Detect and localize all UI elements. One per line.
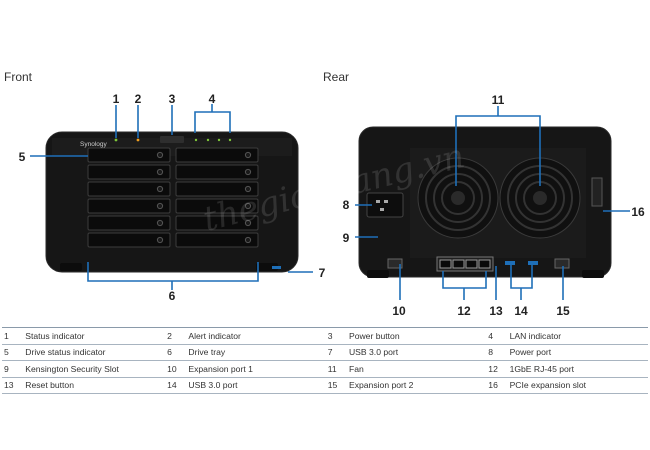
- drive-tray[interactable]: [87, 232, 171, 248]
- callout-12: 12: [457, 304, 471, 318]
- legend-label: 1GbE RJ-45 port: [507, 360, 648, 378]
- drive-tray-latch: [156, 236, 164, 244]
- callout-lines: [30, 104, 630, 300]
- callout-8: 8: [342, 198, 350, 212]
- legend-number: 15: [325, 377, 347, 394]
- front-device: [45, 131, 299, 273]
- legend-label: Drive status indicator: [23, 344, 166, 361]
- legend-label: Kensington Security Slot: [23, 360, 166, 378]
- drive-tray[interactable]: [175, 181, 259, 197]
- drive-tray-latch: [156, 151, 164, 159]
- legend-label: Expansion port 1: [186, 360, 326, 378]
- legend-number: 2: [165, 327, 187, 345]
- legend-number: 12: [486, 360, 508, 378]
- legend-number: 10: [165, 360, 187, 378]
- drive-tray[interactable]: [87, 164, 171, 180]
- legend-number: 3: [325, 327, 347, 345]
- callout-9: 9: [342, 231, 350, 245]
- drive-tray-latch: [244, 236, 252, 244]
- legend-number: 9: [2, 360, 24, 378]
- callout-15: 15: [556, 304, 570, 318]
- legend-label: Drive tray: [186, 344, 326, 361]
- legend-label: Expansion port 2: [346, 377, 487, 394]
- legend-number: 8: [486, 344, 508, 361]
- rear-device: [358, 126, 612, 278]
- callout-11: 11: [491, 93, 505, 107]
- drive-tray[interactable]: [175, 215, 259, 231]
- callout-10: 10: [392, 304, 406, 318]
- rear-heading: Rear: [323, 70, 350, 84]
- callout-14: 14: [514, 304, 528, 318]
- callout-4: 4: [208, 92, 216, 106]
- drive-tray[interactable]: [175, 147, 259, 163]
- fan-left: [417, 157, 499, 239]
- drive-tray-latch: [244, 219, 252, 227]
- callout-2: 2: [134, 92, 142, 106]
- legend-number: 14: [165, 377, 187, 394]
- legend-label: Status indicator: [23, 327, 166, 345]
- legend-number: 1: [2, 327, 24, 345]
- legend-label: USB 3.0 port: [186, 377, 326, 394]
- legend-label: USB 3.0 port: [346, 344, 487, 361]
- brand-logo: Synology: [80, 141, 107, 148]
- drive-tray[interactable]: [175, 198, 259, 214]
- callout-6: 6: [168, 289, 176, 303]
- legend-number: 11: [325, 360, 347, 378]
- legend-number: 13: [2, 377, 24, 394]
- drive-tray-latch: [156, 219, 164, 227]
- drive-tray-latch: [244, 151, 252, 159]
- legend-label: Reset button: [23, 377, 166, 394]
- drive-tray[interactable]: [87, 181, 171, 197]
- legend-number: 4: [486, 327, 508, 345]
- callout-1: 1: [112, 92, 120, 106]
- drive-tray[interactable]: [175, 164, 259, 180]
- legend-label: LAN indicator: [507, 327, 648, 345]
- drive-tray[interactable]: [175, 232, 259, 248]
- drive-tray[interactable]: [87, 198, 171, 214]
- callout-16: 16: [631, 205, 645, 219]
- drive-tray[interactable]: [87, 147, 171, 163]
- callout-5: 5: [18, 150, 26, 164]
- drive-tray-latch: [244, 202, 252, 210]
- legend-number: 6: [165, 344, 187, 361]
- front-heading: Front: [4, 70, 33, 84]
- legend-label: Power port: [507, 344, 648, 361]
- drive-tray-latch: [156, 168, 164, 176]
- fan-right: [499, 157, 581, 239]
- legend-label: Power button: [346, 327, 487, 345]
- callout-7: 7: [318, 266, 326, 280]
- legend-number: 16: [486, 377, 508, 394]
- drive-tray[interactable]: [87, 215, 171, 231]
- legend-number: 7: [325, 344, 347, 361]
- drive-tray-latch: [156, 202, 164, 210]
- drive-tray-latch: [244, 185, 252, 193]
- legend-number: 5: [2, 344, 24, 361]
- legend-label: PCIe expansion slot: [507, 377, 648, 394]
- drive-tray-latch: [156, 185, 164, 193]
- callout-13: 13: [489, 304, 503, 318]
- callout-3: 3: [168, 92, 176, 106]
- legend-label: Alert indicator: [186, 327, 326, 345]
- drive-tray-latch: [244, 168, 252, 176]
- legend-label: Fan: [346, 360, 487, 378]
